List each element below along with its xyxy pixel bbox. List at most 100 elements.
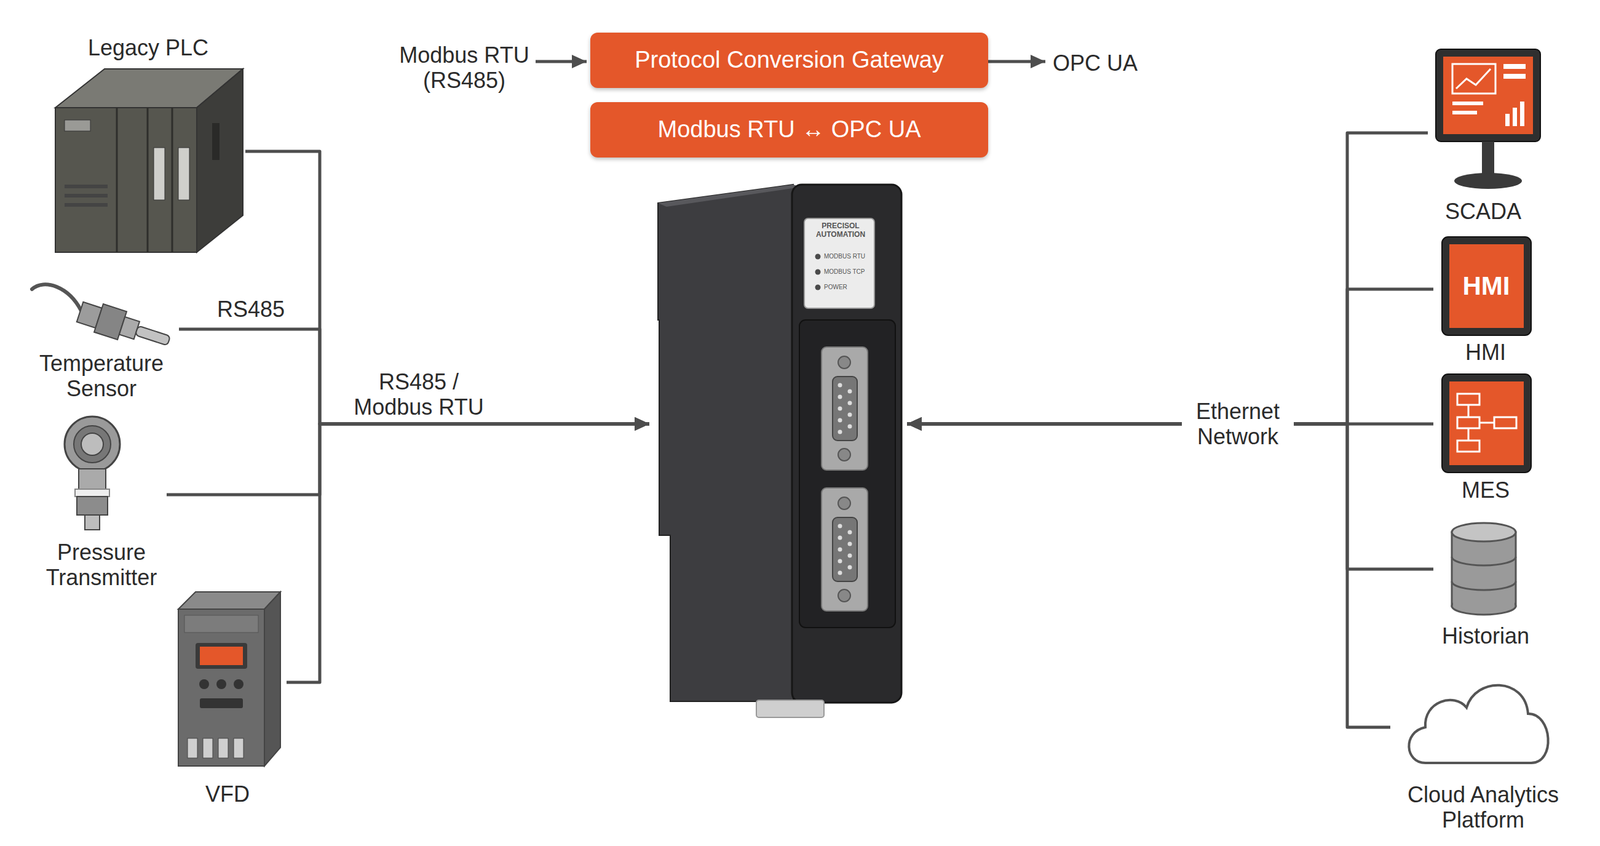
connector xyxy=(906,132,1428,431)
plc-icon xyxy=(64,184,108,189)
vfd-icon xyxy=(195,642,248,669)
historian-icon xyxy=(1451,531,1516,606)
system-icon: SCADA xyxy=(1427,47,1539,224)
cloud-icon xyxy=(1408,685,1548,763)
node-text: Modbus RTU (RS485) xyxy=(392,42,536,93)
node-text: SCADA xyxy=(1445,198,1522,224)
plc-icon xyxy=(64,193,108,198)
plc-icon xyxy=(171,107,174,253)
historian-icon xyxy=(1453,590,1515,606)
edge-label: RS485 / Modbus RTU xyxy=(344,367,494,421)
temperature-sensor-icon xyxy=(31,284,82,311)
historian-icon xyxy=(1451,556,1516,566)
arrowhead xyxy=(634,416,650,431)
pressure-transmitter-icon xyxy=(76,496,108,515)
pressure-transmitter-icon xyxy=(78,468,106,489)
device-icon: Legacy PLC xyxy=(51,35,246,256)
arrowhead xyxy=(571,54,587,69)
gateway-illustration xyxy=(847,553,853,558)
temperature-sensor-icon xyxy=(135,325,171,345)
historian-icon xyxy=(1451,581,1516,590)
vfd-icon xyxy=(178,591,281,609)
scada-icon xyxy=(1481,141,1495,178)
gateway-illustration xyxy=(821,346,868,470)
device-icon: Temperature Sensor xyxy=(23,280,179,401)
gateway-illustration xyxy=(756,699,824,717)
gateway-illustration xyxy=(815,253,821,260)
flow-text: OPC UA xyxy=(1049,49,1142,77)
mes-icon xyxy=(1449,381,1524,465)
gateway-illustration xyxy=(847,530,853,535)
gateway-illustration xyxy=(838,394,843,400)
temperature-sensor-icon xyxy=(75,297,174,355)
arrowhead xyxy=(1030,54,1046,69)
vfd-icon xyxy=(264,591,281,766)
vfd-icon xyxy=(199,646,243,665)
vfd-icon xyxy=(202,737,213,758)
connector xyxy=(178,328,650,431)
vfd-icon xyxy=(233,678,244,689)
pressure-transmitter-icon xyxy=(64,416,120,530)
scada-icon xyxy=(1443,56,1533,135)
gateway-illustration xyxy=(838,448,851,461)
hmi-icon xyxy=(1441,236,1532,336)
gateway-illustration xyxy=(838,547,843,552)
scada-icon xyxy=(1503,63,1526,69)
mes-icon xyxy=(1457,393,1480,405)
mes-icon xyxy=(1457,416,1480,428)
plc-icon xyxy=(64,119,91,131)
mes-icon xyxy=(1441,373,1532,473)
arrowhead xyxy=(906,416,922,431)
gateway-illustration xyxy=(838,406,843,411)
arrowhead xyxy=(634,416,650,431)
node-text: OPC UA xyxy=(1052,50,1138,76)
device-icon: Pressure Transmitter xyxy=(36,413,167,590)
connector xyxy=(245,151,650,431)
gateway-illustration xyxy=(838,535,843,540)
scada-icon xyxy=(1512,107,1517,127)
connector-line xyxy=(286,423,650,682)
system-icon: Cloud Analytics Platform xyxy=(1390,675,1577,832)
node-text: Legacy PLC xyxy=(87,35,209,61)
scada-icon xyxy=(1456,68,1491,89)
gateway-illustration xyxy=(838,523,843,529)
plc-icon xyxy=(196,68,243,253)
pressure-transmitter-icon xyxy=(84,514,100,530)
scada-icon xyxy=(1452,101,1484,106)
gateway-illustration xyxy=(847,565,853,570)
gateway-illustration xyxy=(847,389,853,394)
gateway-illustration xyxy=(792,184,902,703)
gateway-illustration xyxy=(838,589,851,602)
scada-icon xyxy=(1435,49,1541,189)
gateway-illustration xyxy=(847,400,853,406)
node-text: MES xyxy=(1461,477,1510,503)
node-text: Historian xyxy=(1441,622,1530,649)
hmi-icon xyxy=(1441,236,1532,336)
temperature-sensor-icon xyxy=(31,284,174,355)
connector-line xyxy=(245,151,650,424)
plc-icon xyxy=(153,147,165,200)
scada-icon xyxy=(1454,172,1522,189)
temperature-sensor-icon xyxy=(119,316,140,339)
connector-line xyxy=(906,132,1428,424)
mes-icon xyxy=(1457,440,1480,452)
process-box: Modbus RTU ↔ OPC UA xyxy=(590,102,989,158)
plc-icon xyxy=(146,107,149,253)
gateway-illustration xyxy=(657,184,794,701)
gateway-illustration xyxy=(847,541,853,547)
cloud-icon xyxy=(1408,685,1548,763)
arrowhead xyxy=(634,416,650,431)
gateway-illustration xyxy=(847,424,853,429)
connector xyxy=(906,416,1391,727)
gateway-illustration xyxy=(838,429,843,435)
vfd-icon xyxy=(178,608,265,766)
vfd-icon xyxy=(178,591,281,766)
historian-icon xyxy=(1451,522,1516,615)
node-text: MODBUS RTU xyxy=(823,252,866,261)
system-icon: Historian xyxy=(1433,520,1538,649)
connector-line xyxy=(178,328,650,424)
gateway-illustration xyxy=(832,376,858,441)
gateway-illustration xyxy=(657,184,801,207)
connector-line xyxy=(166,423,650,495)
